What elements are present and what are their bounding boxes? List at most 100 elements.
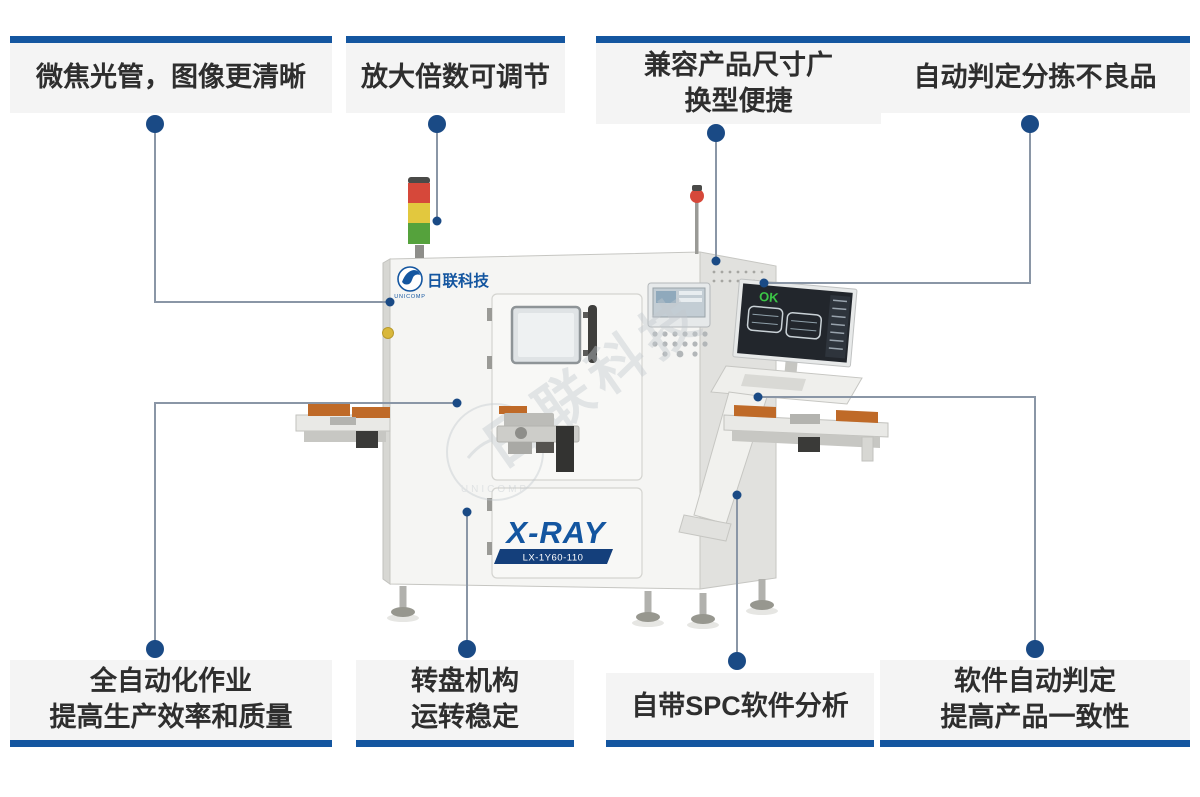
callout-text: 换型便捷 bbox=[684, 85, 793, 116]
monitor-status: OK bbox=[758, 289, 779, 306]
callout-text: 提高产品一致性 bbox=[940, 702, 1130, 732]
xray-image-1 bbox=[746, 305, 784, 334]
conveyor-underside bbox=[304, 431, 386, 442]
callout-dot bbox=[1026, 640, 1044, 658]
turntable-knob bbox=[515, 427, 527, 439]
arm-base bbox=[678, 514, 732, 542]
fixture-carrier bbox=[330, 417, 356, 425]
callout-bottom-turntable: 转盘机构 运转稳定 bbox=[356, 660, 574, 747]
conveyor-left bbox=[295, 404, 391, 448]
hinge-icon bbox=[487, 308, 492, 321]
callout-dot bbox=[146, 115, 164, 133]
fixture-plate bbox=[308, 404, 350, 416]
turntable bbox=[496, 406, 580, 472]
anchor-dot bbox=[753, 392, 763, 402]
callout-text: 自带SPC软件分析 bbox=[631, 690, 849, 721]
callout-top-sorting: 自动判定分拣不良品 bbox=[880, 36, 1190, 113]
monitor-screen bbox=[737, 283, 853, 363]
foot-icon bbox=[632, 591, 664, 627]
callout-top-microfocus: 微焦光管，图像更清晰 bbox=[10, 36, 332, 113]
xray-image-2 bbox=[785, 312, 823, 340]
viewing-window-glass bbox=[518, 313, 574, 357]
callout-top-compatibility: 兼容产品尺寸广 换型便捷 bbox=[596, 36, 881, 124]
callout-dot bbox=[146, 640, 164, 658]
fixture-carrier bbox=[790, 414, 820, 424]
panel-screen-image bbox=[656, 291, 676, 303]
fixture-bracket bbox=[798, 437, 820, 452]
callout-dot bbox=[428, 115, 446, 133]
monitor: OK bbox=[732, 278, 858, 375]
signal-tower-icon bbox=[408, 177, 430, 258]
hinge-icon bbox=[487, 542, 492, 555]
turntable-bracket bbox=[508, 442, 532, 454]
foot-icon bbox=[387, 586, 419, 622]
callout-dot bbox=[1021, 115, 1039, 133]
handle-mount bbox=[583, 350, 588, 356]
anchor-dot bbox=[711, 256, 721, 266]
conveyor-rail bbox=[723, 414, 889, 438]
callout-dot bbox=[458, 640, 476, 658]
monitor-sidebar bbox=[825, 294, 851, 359]
keyboard bbox=[741, 374, 806, 391]
connector-lines bbox=[154, 124, 1036, 661]
turntable-upper-plate bbox=[504, 413, 554, 427]
callout-text: 自动判定分拣不良品 bbox=[913, 62, 1157, 93]
handle-mount bbox=[583, 312, 588, 318]
fixture-plate bbox=[499, 406, 527, 414]
monitor-sidebar-rows bbox=[828, 299, 848, 351]
conveyor-right bbox=[723, 405, 889, 462]
connector-dots bbox=[146, 115, 1044, 670]
callout-dot bbox=[728, 652, 746, 670]
callout-text: 运转稳定 bbox=[411, 702, 519, 732]
connector-bottom-4 bbox=[760, 396, 1036, 649]
anchor-dot bbox=[452, 398, 462, 408]
turntable-column bbox=[556, 426, 574, 472]
panel-screen-line bbox=[679, 291, 702, 295]
conveyor-leg bbox=[861, 436, 874, 462]
anchor-dot bbox=[732, 490, 742, 500]
connector-top-4 bbox=[766, 124, 1031, 284]
anchor-dot bbox=[462, 507, 472, 517]
callout-bottom-consistency: 软件自动判定 提高产品一致性 bbox=[880, 660, 1190, 747]
xray-logo: X-RAY LX-1Y60-110 bbox=[494, 515, 613, 564]
callout-text: 软件自动判定 bbox=[954, 666, 1116, 697]
brand-logo: UNICOMP 日联科技 bbox=[394, 266, 490, 300]
turntable-clamp bbox=[536, 442, 554, 453]
anchor-dot bbox=[432, 216, 442, 226]
anchor-dot bbox=[759, 278, 769, 288]
brand-en-label: UNICOMP bbox=[394, 294, 426, 300]
panel-buttons bbox=[652, 331, 708, 358]
callout-text: 全自动化作业 bbox=[90, 666, 252, 697]
watermark-en: UNICOMP bbox=[461, 484, 529, 495]
brand-label: 日联科技 bbox=[427, 271, 490, 290]
model-banner bbox=[494, 549, 613, 564]
callout-top-magnification: 放大倍数可调节 bbox=[346, 36, 565, 113]
fixture-plate bbox=[836, 410, 878, 423]
warning-knob-icon bbox=[382, 327, 394, 339]
callout-bottom-automation: 全自动化作业 提高生产效率和质量 bbox=[10, 660, 332, 747]
callout-text: 转盘机构 bbox=[411, 666, 519, 697]
callout-text: 放大倍数可调节 bbox=[361, 62, 550, 93]
callout-dot bbox=[707, 124, 725, 142]
callout-bottom-spc: 自带SPC软件分析 bbox=[606, 673, 874, 747]
bird-icon bbox=[402, 270, 420, 285]
callout-text: 微焦光管，图像更清晰 bbox=[36, 62, 306, 93]
anchor-dot bbox=[385, 297, 395, 307]
hinge-icon bbox=[487, 356, 492, 369]
door-handle bbox=[588, 305, 597, 363]
model-title: X-RAY bbox=[504, 515, 607, 550]
beacon-light-icon bbox=[690, 185, 704, 254]
control-panel bbox=[647, 282, 711, 358]
panel-screen-line bbox=[679, 298, 702, 302]
hinge-icon bbox=[487, 498, 492, 511]
callout-text: 提高生产效率和质量 bbox=[49, 702, 293, 732]
fixture-plate bbox=[352, 407, 390, 418]
connector-top-1 bbox=[154, 124, 388, 303]
fixture-plate bbox=[734, 405, 776, 418]
model-number: LX-1Y60-110 bbox=[523, 553, 584, 564]
foot-icon bbox=[687, 593, 719, 629]
fixture-bracket bbox=[356, 431, 378, 448]
connector-bottom-1 bbox=[154, 402, 455, 649]
